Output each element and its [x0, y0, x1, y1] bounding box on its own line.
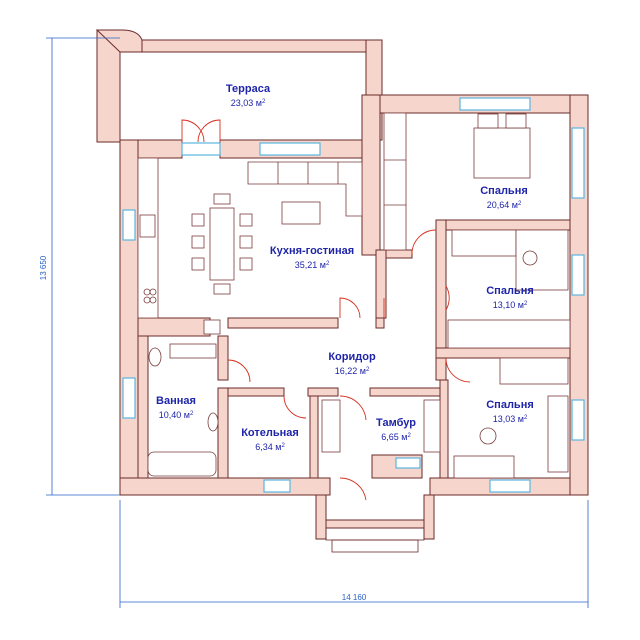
- wall-bath-right-top: [217, 335, 229, 381]
- room-area-boiler: 6,34 м2: [255, 442, 285, 452]
- wall-kitchen-bottom-left: [137, 317, 211, 337]
- wall-bedroom2-bottom: [435, 347, 571, 359]
- window-kitchen-top-2: [259, 142, 321, 156]
- kitchen-counter: [137, 157, 159, 319]
- desk-2: [453, 455, 515, 479]
- dimension-width: 14 160: [342, 593, 367, 602]
- bed-single-2: [499, 357, 569, 385]
- porch-left: [315, 494, 327, 540]
- room-area-terrace: 23,03 м2: [231, 98, 266, 108]
- door-terrace-left: [181, 119, 205, 143]
- terrace-rail-top: [141, 39, 383, 53]
- wall-vestibule-right: [439, 379, 449, 479]
- window-kitchen-left: [122, 209, 136, 241]
- room-area-corridor: 16,22 м2: [335, 366, 370, 376]
- window-bedroom1-top: [459, 97, 531, 111]
- wall-bath-left: [137, 335, 149, 479]
- window-bedroom3-bottom: [489, 479, 531, 493]
- porch-steps: [325, 527, 425, 553]
- window-vestibule: [395, 457, 421, 469]
- room-labels: Терраса 23,03 м2 Спальня 20,64 м2 Кухня-…: [156, 83, 534, 452]
- room-area-bedroom2: 13,10 м2: [493, 300, 528, 310]
- wall-inner-kitchen-right: [361, 94, 381, 256]
- toilet-icon: [148, 347, 162, 367]
- room-name-bedroom2: Спальня: [486, 285, 534, 297]
- wall-bedroom1-bottom: [435, 219, 571, 231]
- wall-wardrobe-bottom: [385, 249, 413, 259]
- door-bedroom2: [445, 285, 450, 311]
- wall-kitchen-bottom-right: [375, 317, 385, 329]
- wall-boiler-top: [227, 387, 285, 397]
- room-name-kitchen: Кухня-гостиная: [270, 245, 354, 257]
- windows: [122, 97, 585, 493]
- room-area-kitchen: 35,21 м2: [295, 260, 330, 270]
- wardrobe-vestibule-right: [423, 399, 441, 453]
- wall-boiler-right: [309, 395, 319, 479]
- dimension-height: 13 650: [39, 255, 48, 280]
- wardrobe-bedroom3: [547, 395, 569, 473]
- wardrobe-vestibule-left: [321, 399, 341, 453]
- door-entrance: [339, 477, 367, 501]
- bed-single: [451, 229, 517, 257]
- window-kitchen-top: [181, 142, 221, 156]
- door-boiler: [283, 395, 307, 419]
- dining-table: [209, 207, 235, 281]
- door-terrace-right: [197, 119, 221, 143]
- furniture: [137, 112, 571, 479]
- room-area-bedroom3: 13,03 м2: [493, 414, 528, 424]
- room-name-terrace: Терраса: [226, 83, 271, 95]
- window-bedroom1-right: [571, 127, 585, 199]
- coffee-table: [281, 201, 321, 225]
- room-name-bedroom1: Спальня: [480, 185, 528, 197]
- room-name-bedroom3: Спальня: [486, 399, 534, 411]
- door-bath: [227, 359, 251, 383]
- door-vestibule: [339, 395, 367, 421]
- bed-double: [473, 127, 531, 179]
- wall-kitchen-bottom: [227, 317, 339, 329]
- wardrobe: [383, 112, 407, 251]
- dimension-lines: [46, 37, 589, 608]
- wall-boiler-top-right: [307, 387, 339, 397]
- wall-bath-right: [217, 387, 229, 479]
- room-name-boiler: Котельная: [241, 427, 299, 439]
- wall-bottom-left: [119, 477, 331, 496]
- shower-tray: [169, 343, 217, 359]
- room-area-vestibule: 6,65 м2: [381, 432, 411, 442]
- door-bedroom3: [445, 357, 471, 383]
- wall-vestibule-top: [369, 387, 441, 397]
- room-name-corridor: Коридор: [328, 351, 376, 363]
- boiler-unit: [203, 319, 221, 335]
- doors: [181, 119, 471, 501]
- room-name-vestibule: Тамбур: [376, 417, 416, 429]
- washbasin-icon: [207, 412, 219, 432]
- wall-left: [119, 139, 139, 496]
- door-bedroom1: [411, 229, 437, 255]
- window-bath-left: [122, 377, 136, 419]
- sink-icon: [139, 214, 156, 238]
- wall-kitchen-right-lower: [375, 249, 387, 319]
- wardrobe-bedroom2: [447, 319, 571, 349]
- room-name-bathroom: Ванная: [156, 395, 196, 407]
- window-bedroom3-right: [571, 399, 585, 441]
- chair: [213, 193, 231, 205]
- door-kitchen: [339, 297, 361, 319]
- chair: [213, 283, 231, 295]
- room-area-bathroom: 10,40 м2: [159, 410, 194, 420]
- window-bedroom2-right: [571, 254, 585, 296]
- room-area-bedroom1: 20,64 м2: [487, 200, 522, 210]
- bathtub-icon: [147, 451, 217, 477]
- porch-front: [325, 519, 425, 529]
- sofa: [247, 161, 363, 217]
- porch-right: [423, 494, 435, 540]
- window-boiler-bottom: [263, 479, 291, 493]
